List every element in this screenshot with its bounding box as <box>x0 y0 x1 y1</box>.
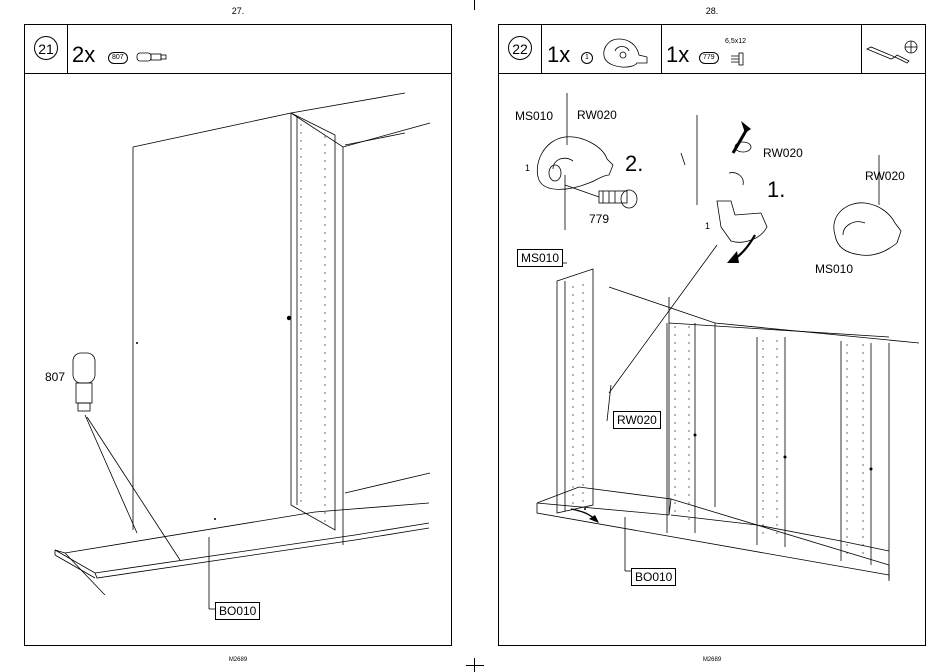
crop-mark <box>466 665 484 666</box>
dowel-label: 807 <box>45 370 65 384</box>
bottom-panel-label: BO010 <box>215 602 260 620</box>
crop-mark <box>474 0 475 10</box>
page-number: 27. <box>218 6 258 16</box>
side-panel-label: MS010 <box>517 249 563 267</box>
connector-part-label: RW020 <box>865 169 905 183</box>
step-marker-2: 2. <box>625 151 643 177</box>
screw-part-label: 779 <box>589 212 609 226</box>
step-panel-22: 22 1x 1 1x 779 6,5x12 <box>498 24 926 646</box>
connector-part-label: RW020 <box>577 108 617 122</box>
page-number: 28. <box>692 6 732 16</box>
part-ref-label: 1 <box>525 163 530 173</box>
footer-code: M2689 <box>218 657 258 663</box>
connector-box-label: RW020 <box>613 411 661 429</box>
connector-part-label: RW020 <box>763 146 803 160</box>
connector-part-label: MS010 <box>815 262 853 276</box>
footer-code: M2689 <box>692 657 732 663</box>
part-ref-label: 1 <box>705 221 710 231</box>
assembly-illustration-21 <box>25 25 453 647</box>
step-marker-1: 1. <box>767 177 785 203</box>
assembly-illustration-22 <box>499 25 927 647</box>
connector-part-label: MS010 <box>515 109 553 123</box>
bottom-panel-label: BO010 <box>631 568 676 586</box>
panel-holes <box>300 124 325 521</box>
step-panel-21: 21 2x 807 <box>24 24 452 646</box>
